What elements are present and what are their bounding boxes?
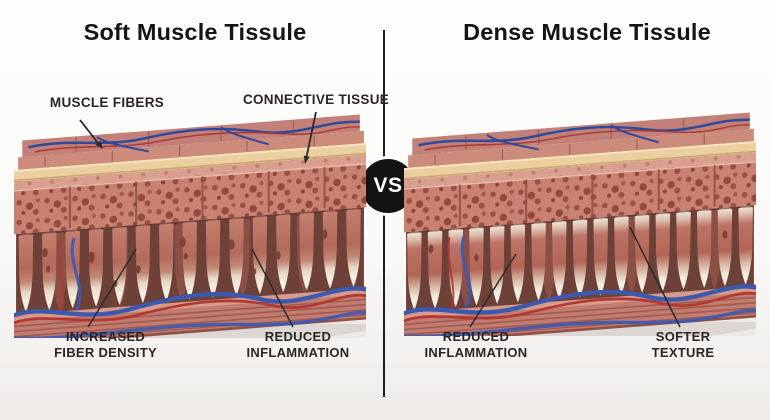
blood-vessels	[14, 237, 366, 338]
connective-tissue-label-text: CONNECTIVE TISSUE	[242, 92, 390, 107]
reduced-inflammation-left-line1: REDUCED	[264, 329, 332, 344]
dense-muscle-tissue-illustration	[404, 112, 756, 336]
increased-fiber-density-line1: INCREASED	[65, 329, 146, 344]
softer-texture-line2: TEXTURE	[651, 344, 715, 360]
vs-badge-label: VS	[373, 174, 403, 197]
softer-texture-label: SOFTER TEXTURE	[612, 329, 754, 360]
divider-line	[383, 30, 386, 397]
muscle-fibers-label: MUSCLE FIBERS	[32, 95, 182, 111]
surface-vessels	[418, 118, 750, 151]
blood-vessels	[404, 235, 756, 336]
reduced-inflammation-left-label: REDUCED INFLAMMATION	[224, 329, 372, 360]
left-panel-title: Soft Muscle Tissule	[83, 19, 307, 45]
reduced-inflammation-right-line1: REDUCED	[442, 329, 510, 344]
connective-tissue-label: CONNECTIVE TISSUE	[240, 92, 392, 108]
soft-muscle-tissue-illustration	[14, 114, 366, 338]
ground-shadow	[404, 318, 756, 336]
reduced-inflammation-right-line2: INFLAMMATION	[424, 344, 528, 360]
right-panel-title: Dense Muscle Tissule	[463, 19, 711, 45]
porous-top-layer	[14, 114, 366, 235]
reduced-inflammation-right-label: REDUCED INFLAMMATION	[402, 329, 550, 360]
ground-shadow	[14, 320, 366, 338]
increased-fiber-density-line2: FIBER DENSITY	[54, 344, 157, 360]
muscle-fibers-label-text: MUSCLE FIBERS	[49, 95, 165, 110]
connective-tissue-band	[404, 141, 756, 180]
reduced-inflammation-left-line2: INFLAMMATION	[246, 344, 350, 360]
softer-texture-line1: SOFTER	[655, 329, 711, 344]
increased-fiber-density-label: INCREASED FIBER DENSITY	[33, 329, 178, 360]
porous-top-layer	[404, 112, 756, 233]
